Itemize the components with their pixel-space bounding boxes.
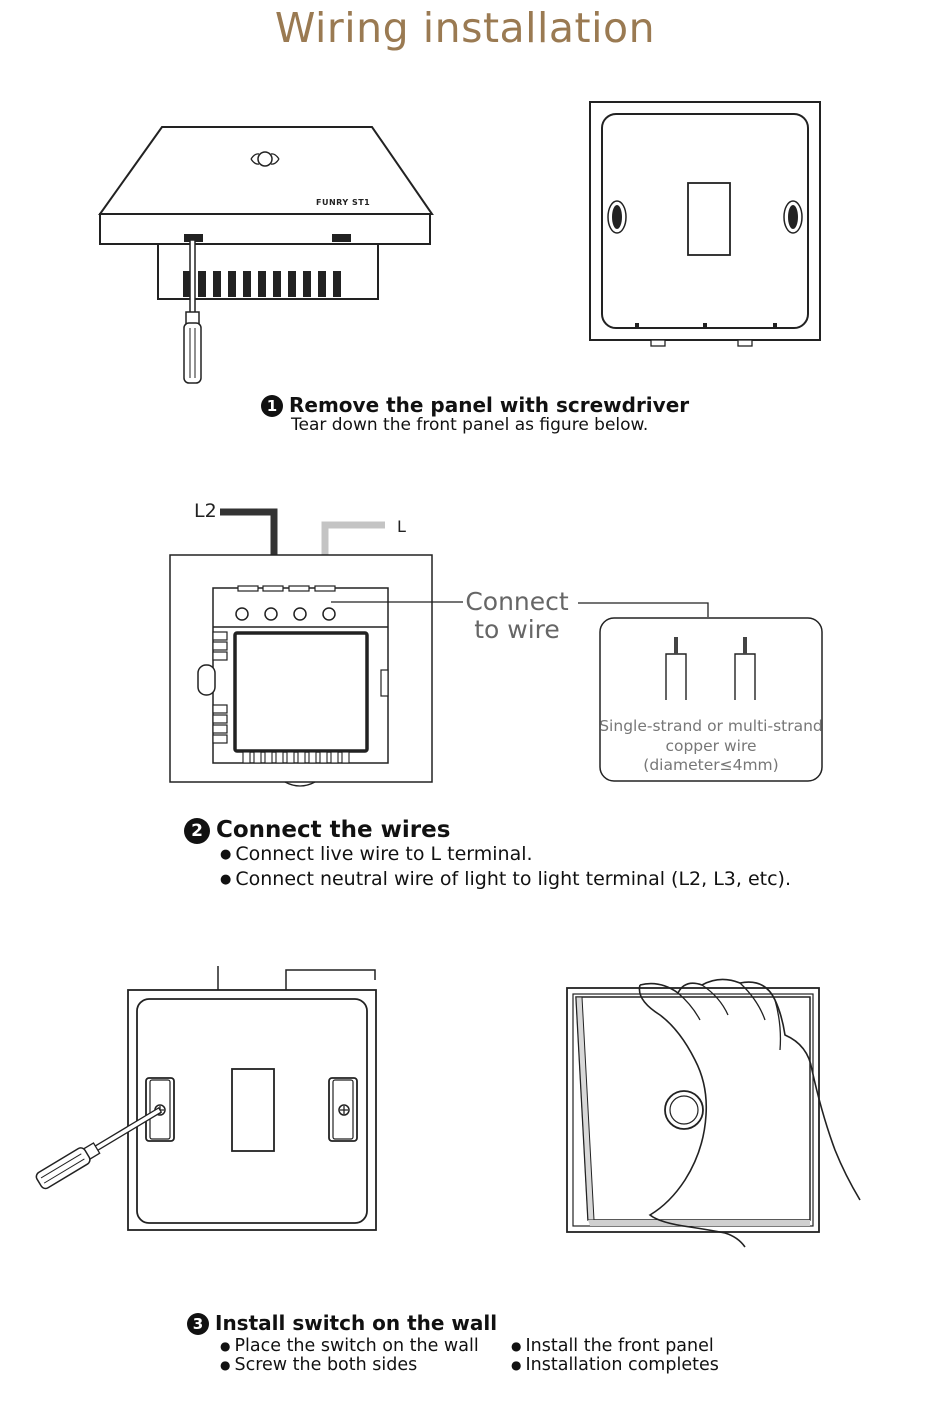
panel-clip-right — [332, 234, 351, 242]
wiring-connection-diagram: L2 L Connect to wire Si — [169, 500, 823, 787]
base-vent-slots — [183, 271, 341, 297]
wire-note-line3: (diameter≤4mm) — [643, 756, 778, 774]
step3-heading: 3 Install switch on the wall — [187, 1311, 497, 1335]
wall-box-opening — [687, 182, 731, 256]
step1-heading: 1 Remove the panel with screwdriver — [261, 393, 689, 417]
install-front-panel-diagram — [566, 978, 861, 1248]
wire-note-line2: copper wire — [665, 737, 756, 755]
screw-switch-diagram — [35, 966, 377, 1231]
callout-text-line2: to wire — [474, 615, 560, 644]
step2-number: 2 — [184, 818, 210, 844]
wire-note-line1: Single-strand or multi-strand — [599, 717, 823, 735]
panel-top-face — [98, 126, 434, 215]
page-title: Wiring installation — [274, 4, 656, 52]
screwdriver-icon — [35, 1106, 163, 1190]
wire-label-l2: L2 — [194, 500, 217, 522]
panel-clip-left — [184, 234, 203, 242]
step2-bullet-2: Connect neutral wire of light to light t… — [220, 868, 791, 890]
step1-subtext: Tear down the front panel as figure belo… — [291, 415, 649, 435]
terminal-tabs — [237, 585, 336, 592]
touch-icon — [250, 151, 280, 167]
wire-type-box — [599, 617, 823, 782]
callout-text-line1: Connect — [465, 587, 569, 616]
screwdriver-icon — [183, 239, 202, 384]
bottom-vents — [242, 751, 350, 764]
step1-number: 1 — [261, 395, 283, 417]
step3-bullet-right-2: Installation completes — [511, 1355, 718, 1375]
mount-bracket-right — [328, 1077, 358, 1142]
switch-side-view-diagram: FUNRY ST1 — [98, 126, 434, 384]
step3-heading-text: Install switch on the wall — [215, 1311, 498, 1335]
terminal-screws — [235, 607, 336, 621]
wall-box-front-diagram — [589, 101, 821, 347]
side-ribs-left — [212, 631, 228, 744]
switch-module-window — [233, 631, 369, 753]
mounted-plate-opening — [231, 1068, 275, 1152]
wire-label-l: L — [397, 517, 406, 536]
step3-bullet-left-1: Place the switch on the wall — [220, 1336, 478, 1356]
step1-heading-text: Remove the panel with screwdriver — [289, 393, 690, 417]
step3-number: 3 — [187, 1313, 209, 1335]
step2-bullet-1: Connect live wire to L terminal. — [220, 843, 532, 865]
side-clip-hole — [197, 664, 216, 696]
panel-front-strip — [99, 213, 431, 245]
stripped-wire-right — [734, 637, 756, 700]
stripped-wire-left — [665, 637, 687, 700]
step2-heading-text: Connect the wires — [216, 817, 451, 843]
step3-bullet-left-2: Screw the both sides — [220, 1355, 417, 1375]
panel-brand-text: FUNRY ST1 — [316, 198, 370, 207]
callout-leader-right — [578, 602, 709, 617]
step3-bullet-right-1: Install the front panel — [511, 1336, 713, 1356]
